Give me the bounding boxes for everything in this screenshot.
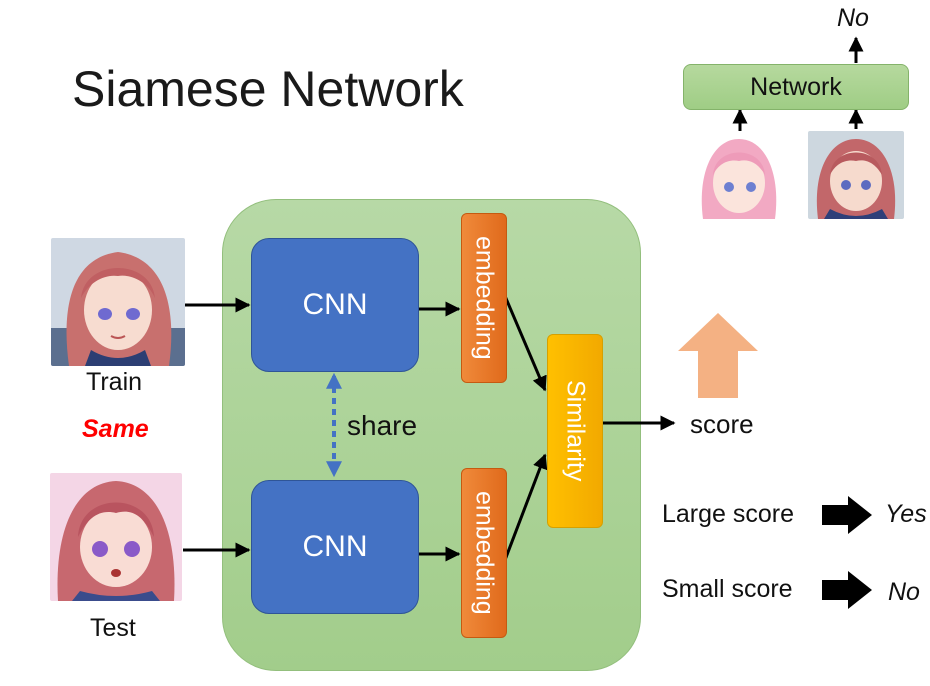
embedding-label-top: embedding <box>470 236 499 360</box>
miku-image <box>808 131 904 219</box>
block-arrow-no <box>822 571 872 609</box>
similarity-box: Similarity <box>547 334 603 528</box>
score-label: score <box>690 409 754 439</box>
arrow-embedding-bottom-to-similarity <box>503 453 548 561</box>
train-label: Train <box>86 368 143 396</box>
test-label: Test <box>90 614 136 642</box>
test-image <box>50 473 182 601</box>
network-box: Network <box>683 64 909 110</box>
embedding-box-top: embedding <box>461 213 507 383</box>
yes-label: Yes <box>885 500 927 528</box>
cnn-box-bottom: CNN <box>251 480 419 614</box>
large-score-label: Large score <box>662 500 795 528</box>
share-label: share <box>347 410 418 441</box>
cnn-box-top: CNN <box>251 238 419 372</box>
same-label: Same <box>82 415 149 443</box>
train-image <box>51 238 185 366</box>
small-score-label: Small score <box>662 575 793 603</box>
ichika-image <box>693 133 785 219</box>
block-arrow-yes <box>822 496 872 534</box>
arrow-embedding-top-to-similarity <box>503 295 547 392</box>
up-arrow <box>678 313 758 398</box>
similarity-label: Similarity <box>561 380 590 482</box>
embedding-label-bottom: embedding <box>470 491 499 615</box>
no-label: No <box>888 578 920 606</box>
network-output-label: No <box>837 4 869 32</box>
page-title: Siamese Network <box>72 61 464 117</box>
embedding-box-bottom: embedding <box>461 468 507 638</box>
